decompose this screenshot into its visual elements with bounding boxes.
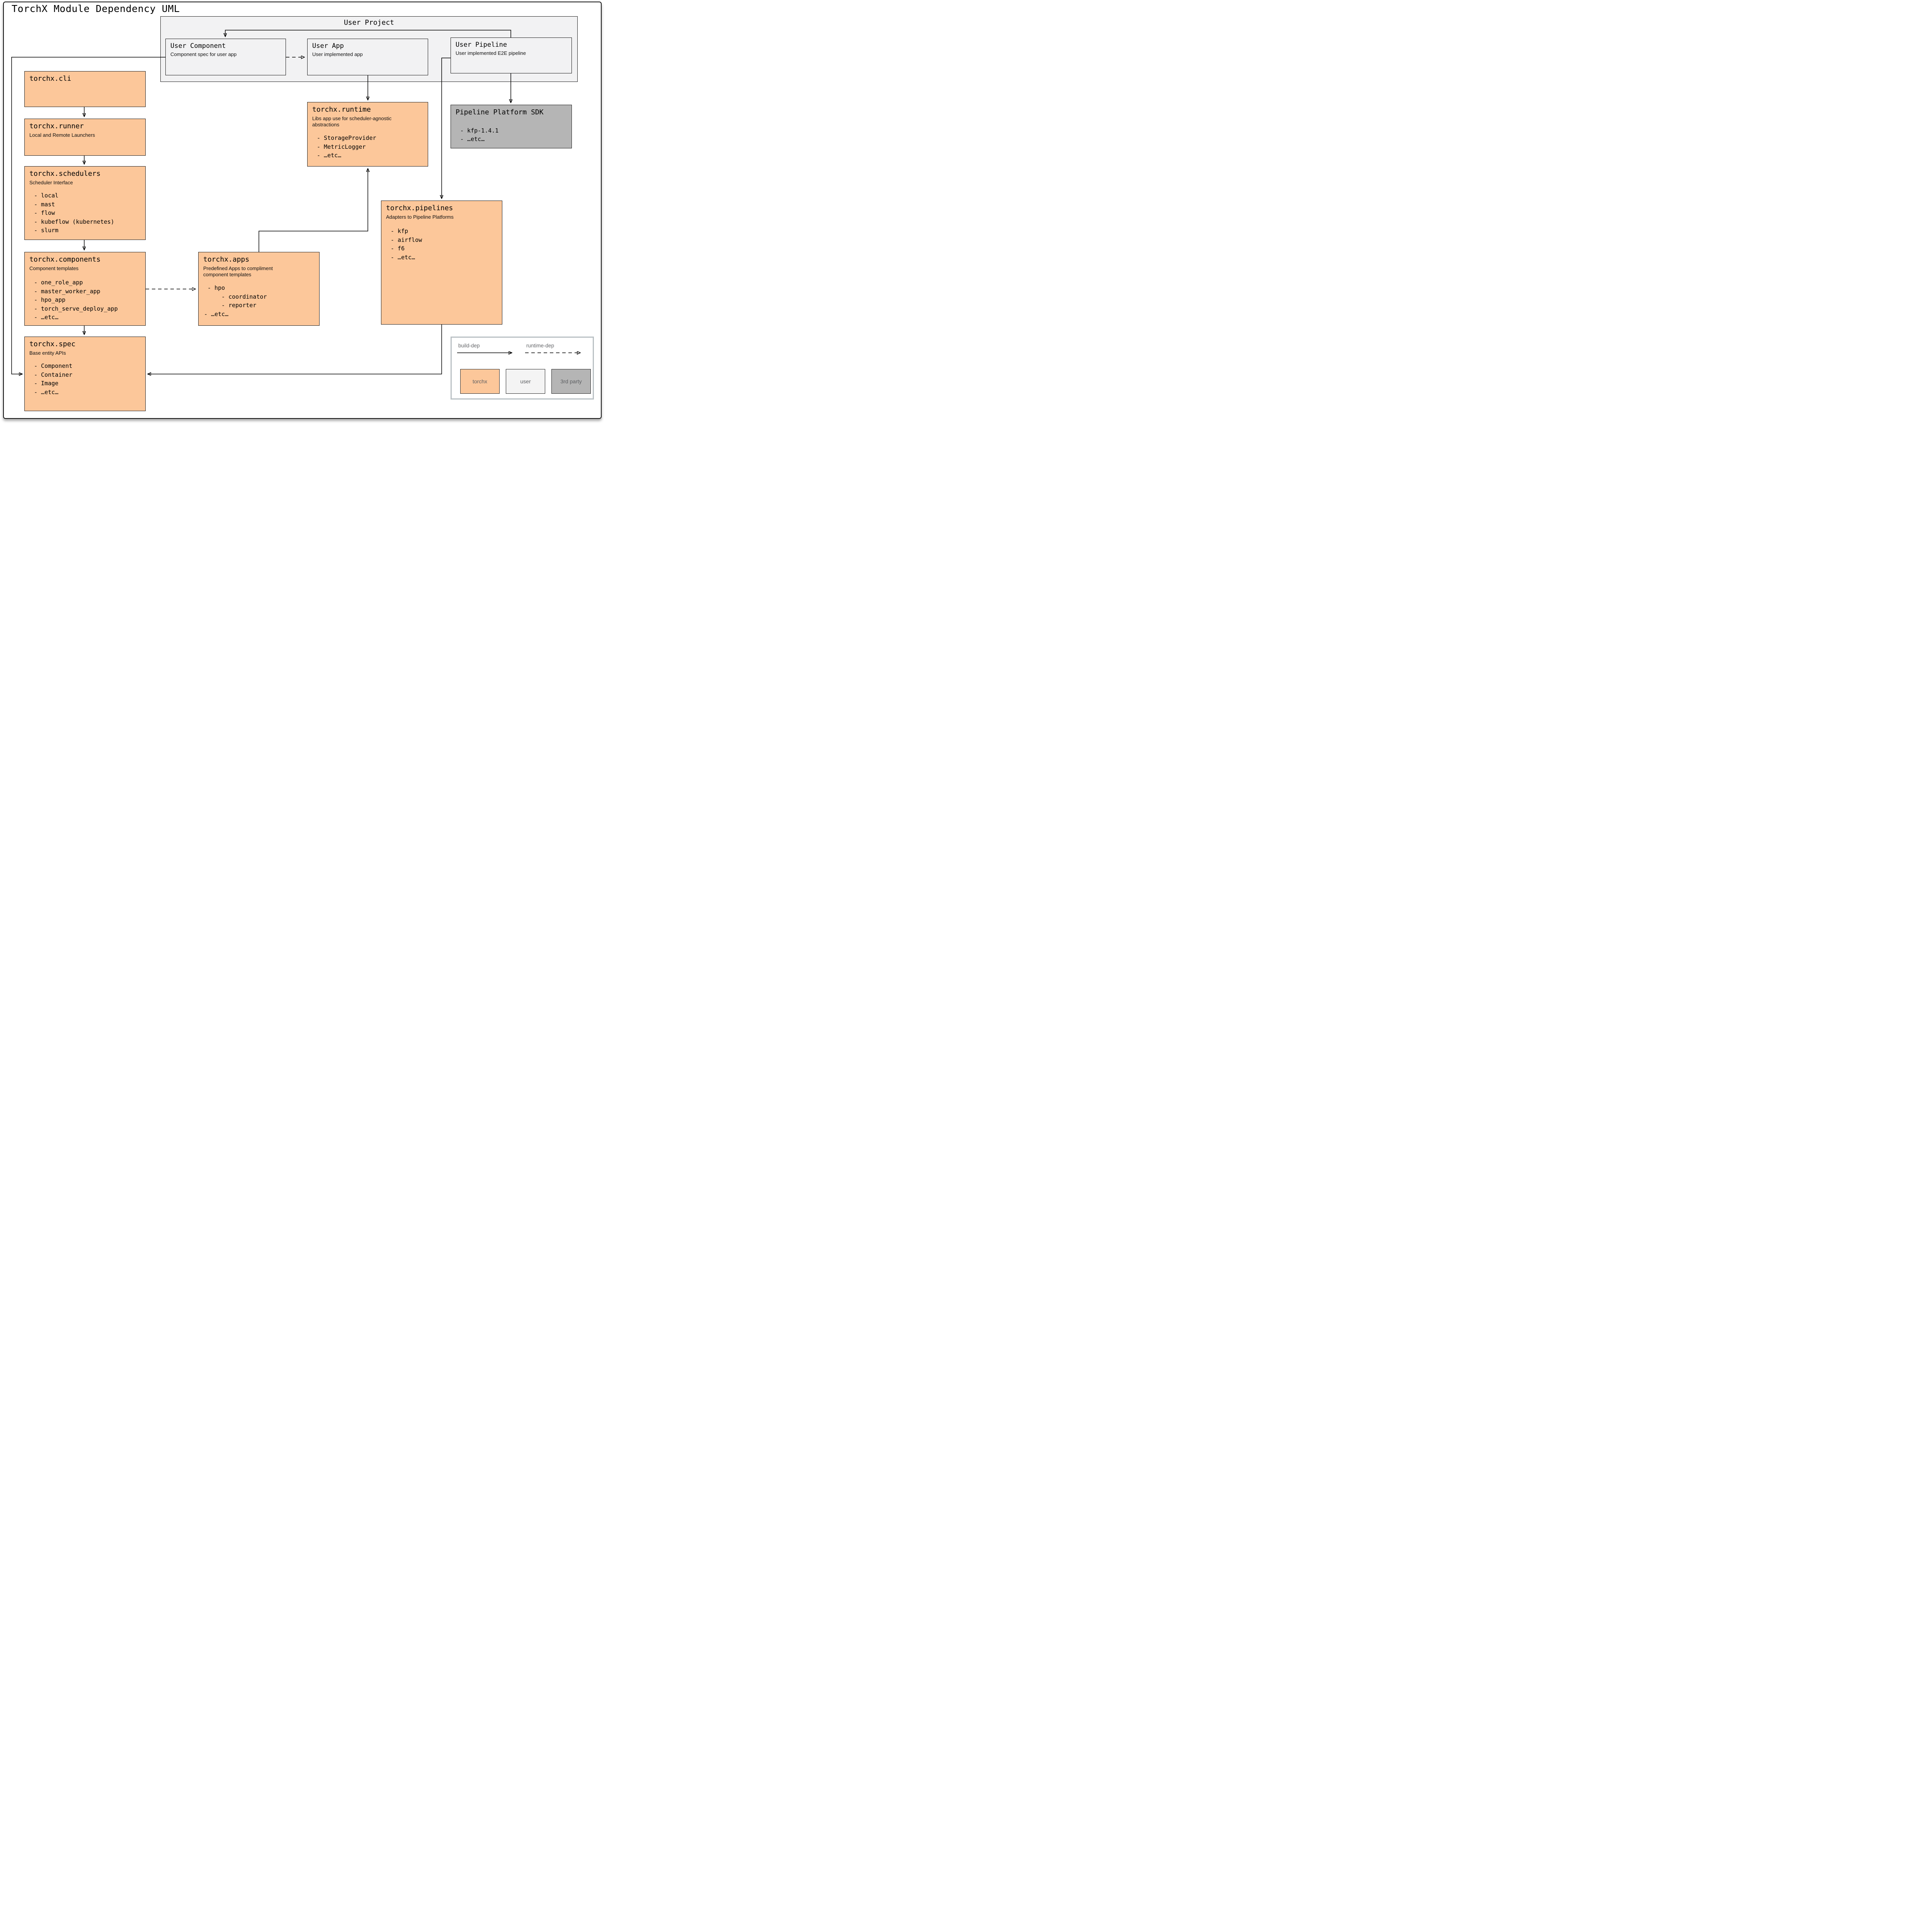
node-subtitle: Component spec for user app [170, 51, 237, 58]
legend: build-dep runtime-dep torchx user 3rd pa… [451, 337, 594, 400]
list-item: - f6 [391, 245, 405, 252]
node-item-list: - StorageProvider - MetricLogger - …etc… [312, 134, 423, 160]
node-torchx-runner: torchx.runner Local and Remote Launchers [24, 119, 146, 156]
list-item: - Image [34, 380, 59, 387]
node-subtitle: Scheduler Interface [29, 179, 73, 185]
node-title: torchx.spec [29, 340, 76, 348]
legend-swatch-3rd-party: 3rd party [551, 369, 591, 394]
node-torchx-schedulers: torchx.schedulers Scheduler Interface - … [24, 166, 146, 240]
node-title: User Pipeline [456, 41, 507, 49]
list-item: - MetricLogger [317, 143, 366, 150]
node-user-component: User Component Component spec for user a… [165, 39, 286, 75]
list-item: - StorageProvider [317, 134, 376, 142]
uml-diagram-canvas: TorchX Module Dependency UML User Projec… [0, 0, 606, 423]
legend-runtime-dep-label: runtime-dep [526, 343, 554, 349]
node-subtitle: Component templates [29, 265, 79, 271]
node-torchx-spec: torchx.spec Base entity APIs - Component… [24, 337, 146, 411]
node-title: User Component [170, 42, 226, 50]
node-user-pipeline: User Pipeline User implemented E2E pipel… [451, 37, 572, 73]
list-item: - master_worker_app [34, 287, 100, 295]
list-item: - coordinator [204, 293, 267, 300]
list-item: - kfp-1.4.1 [460, 127, 499, 134]
legend-swatch-label: torchx [472, 378, 488, 384]
list-item: - …etc… [34, 314, 59, 321]
node-torchx-apps: torchx.apps Predefined Apps to complimen… [198, 252, 320, 326]
node-subtitle: Base entity APIs [29, 350, 66, 356]
legend-swatch-torchx: torchx [460, 369, 500, 394]
list-item: - airflow [391, 236, 422, 243]
legend-swatch-user: user [506, 369, 545, 394]
list-item: - reporter [204, 302, 257, 309]
list-item: - Component [34, 362, 73, 370]
list-item: - …etc… [391, 253, 415, 261]
list-item: - one_role_app [34, 279, 83, 286]
node-title: Pipeline Platform SDK [456, 108, 544, 116]
page-title: TorchX Module Dependency UML [12, 3, 180, 14]
node-subtitle: User implemented app [312, 51, 363, 58]
node-torchx-pipelines: torchx.pipelines Adapters to Pipeline Pl… [381, 201, 502, 325]
node-torchx-runtime: torchx.runtime Libs app use for schedule… [307, 102, 428, 167]
node-subtitle: Libs app use for scheduler-agnostic abst… [312, 115, 392, 128]
list-item: - …etc… [34, 388, 59, 396]
node-title: torchx.runtime [312, 105, 371, 114]
list-item: - …etc… [460, 136, 485, 143]
list-item: - mast [34, 201, 55, 208]
node-subtitle: Local and Remote Launchers [29, 132, 95, 138]
node-item-list: - Component - Container - Image - …etc… [29, 362, 141, 396]
node-item-list: - kfp-1.4.1 - …etc… [456, 126, 567, 144]
node-title: User App [312, 42, 344, 50]
node-subtitle: Predefined Apps to compliment component … [203, 265, 273, 278]
node-torchx-cli: torchx.cli [24, 71, 146, 107]
node-subtitle: User implemented E2E pipeline [456, 50, 526, 56]
node-pipeline-platform-sdk: Pipeline Platform SDK - kfp-1.4.1 - …etc… [451, 105, 572, 148]
node-title: torchx.cli [29, 75, 71, 83]
list-item: - kfp [391, 228, 408, 235]
legend-swatch-label: user [520, 378, 531, 384]
node-item-list: - local - mast - flow - kubeflow (kubern… [29, 191, 141, 235]
node-torchx-components: torchx.components Component templates - … [24, 252, 146, 326]
list-item: - flow [34, 209, 55, 217]
node-item-list: - kfp - airflow - f6 - …etc… [386, 227, 497, 262]
node-item-list: - one_role_app - master_worker_app - hpo… [29, 278, 141, 322]
list-item: - hpo [204, 284, 225, 292]
node-title: torchx.schedulers [29, 170, 101, 178]
node-title: torchx.pipelines [386, 204, 453, 212]
node-user-app: User App User implemented app [307, 39, 428, 75]
list-item: - Container [34, 371, 73, 378]
list-item: - …etc… [204, 310, 229, 318]
list-item: - local [34, 192, 59, 199]
node-title: torchx.apps [203, 255, 250, 264]
node-subtitle: Adapters to Pipeline Platforms [386, 214, 454, 220]
user-project-label: User Project [344, 19, 395, 27]
legend-swatch-label: 3rd party [560, 378, 582, 384]
node-title: torchx.runner [29, 122, 84, 130]
node-item-list: - hpo - coordinator - reporter - …etc… [203, 284, 315, 318]
list-item: - slurm [34, 227, 59, 234]
node-title: torchx.components [29, 255, 101, 264]
list-item: - kubeflow (kubernetes) [34, 218, 114, 225]
list-item: - …etc… [317, 152, 342, 159]
list-item: - hpo_app [34, 296, 66, 304]
legend-build-dep-label: build-dep [458, 343, 480, 349]
list-item: - torch_serve_deploy_app [34, 305, 118, 312]
